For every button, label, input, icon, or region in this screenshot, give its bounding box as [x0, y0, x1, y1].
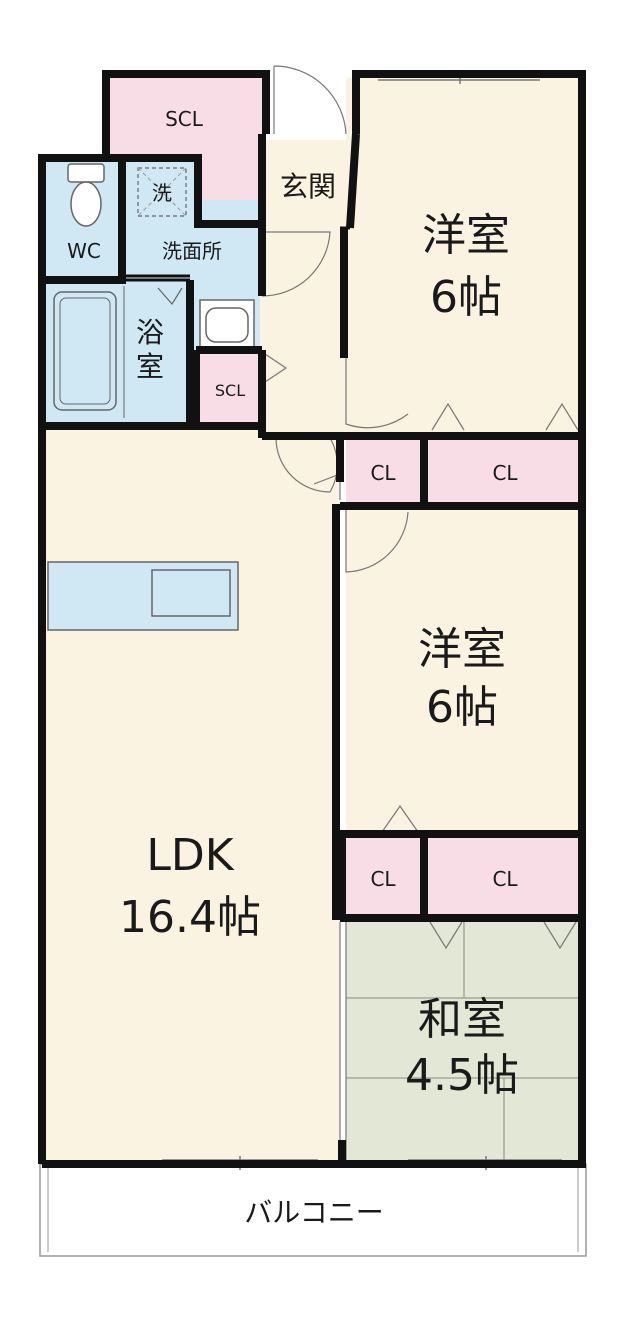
thin-walls [126, 226, 350, 278]
scl-small-floor [200, 352, 260, 424]
cl-c-floor [346, 838, 420, 916]
cl-c-label: CL [370, 867, 396, 891]
sliding-partition [339, 922, 347, 1160]
youshitsu2-size: 6帖 [426, 682, 498, 733]
washitsu-name: 和室 [418, 994, 506, 1045]
ldk-floor [44, 428, 340, 1164]
washitsu-size: 4.5帖 [405, 1050, 519, 1101]
genkan-label: 玄関 [280, 170, 336, 203]
bathtub [53, 291, 117, 411]
kitchen-sink [151, 569, 231, 617]
door-swings [261, 65, 409, 573]
scl-small-label: SCL [215, 381, 245, 400]
closet-door-marks [381, 402, 579, 950]
balcony-floor [39, 1163, 587, 1257]
cl-a-label: CL [370, 461, 396, 485]
youshitsu2-floor [346, 504, 582, 836]
genkan-floor [260, 140, 356, 228]
wash-basin-icon [199, 299, 255, 349]
bath-label-1: 浴 [136, 316, 164, 349]
youshitsu1-floor [346, 78, 582, 434]
scl-top-label: SCL [165, 107, 204, 131]
washing-machine-space [137, 167, 187, 217]
youshitsu1-size: 6帖 [430, 272, 502, 323]
toilet-icon [67, 163, 105, 227]
cl-d-label: CL [492, 867, 518, 891]
bath-label-2: 室 [136, 350, 164, 383]
cl-b-floor [428, 440, 582, 502]
youshitsu1-name: 洋室 [422, 210, 510, 261]
ldk-name: LDK [146, 830, 234, 881]
youshitsu2-name: 洋室 [418, 624, 506, 675]
cl-a-floor [346, 440, 420, 502]
senmen-label: 洗面所 [162, 239, 222, 263]
wash-machine-label: 洗 [152, 181, 172, 205]
tatami-lines [346, 918, 582, 1160]
cl-b-label: CL [492, 461, 518, 485]
ldk-size: 16.4帖 [119, 892, 261, 943]
balcony-label: バルコニー [244, 1196, 383, 1229]
walls [38, 70, 586, 1168]
kitchen-counter [47, 561, 239, 631]
cl-d-floor [428, 838, 582, 916]
hallway-floor [260, 226, 346, 432]
wc-label: WC [67, 239, 101, 263]
